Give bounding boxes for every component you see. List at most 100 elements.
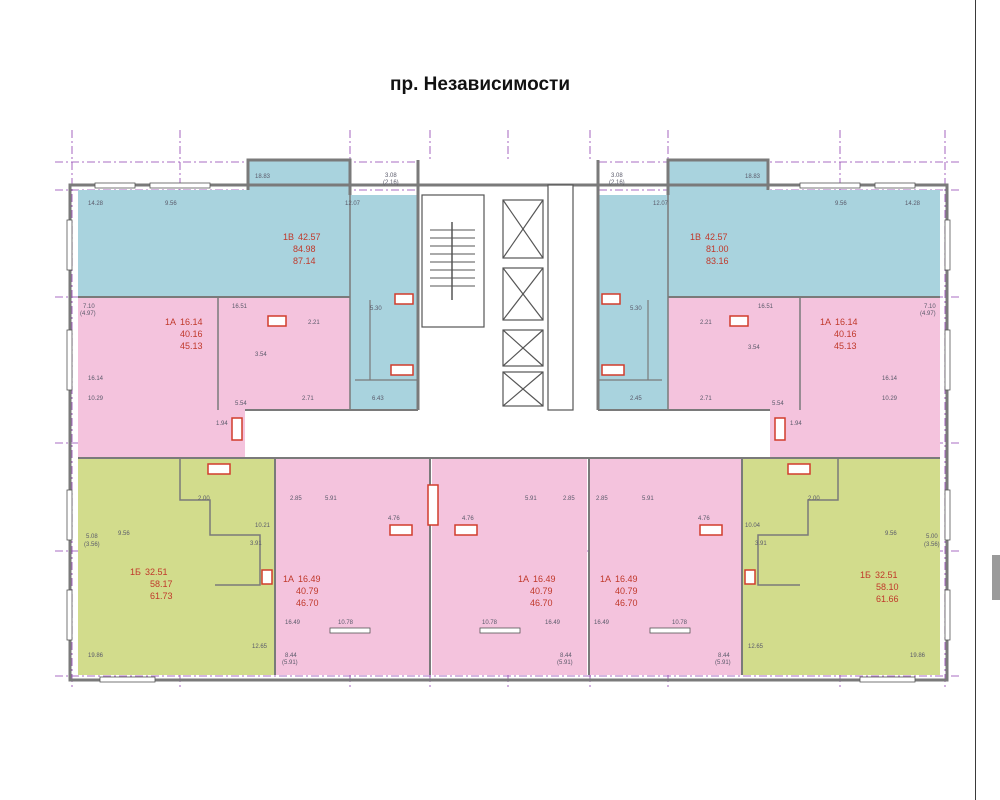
- room-label: 5.54: [235, 401, 247, 407]
- apt-label-living: 16.14: [180, 317, 203, 327]
- room-label: 2.71: [302, 396, 314, 402]
- room-label: 19.86: [88, 653, 104, 659]
- room-label: 1.94: [790, 421, 802, 427]
- room-label: 12.07: [345, 201, 361, 207]
- apt-label-total: 46.70: [296, 598, 319, 608]
- room-label: 10.78: [338, 620, 354, 626]
- page-edge-line: [975, 0, 976, 800]
- apt-label-area: 40.16: [834, 329, 857, 339]
- room-label: 2.85: [563, 496, 575, 502]
- zone-1a-right-upper: [668, 297, 940, 458]
- apt-label-living: 16.49: [615, 574, 638, 584]
- room-label: 3.08: [385, 173, 397, 179]
- windows: [66, 182, 951, 683]
- room-label: 5.30: [630, 306, 642, 312]
- room-label: (2.16): [383, 180, 399, 186]
- room-label: 3.54: [748, 345, 760, 351]
- zone-1a-left-upper: [78, 297, 350, 458]
- room-label: 5.91: [325, 496, 337, 502]
- apt-label-living: 32.51: [145, 567, 168, 577]
- apt-label-total: 45.13: [180, 341, 203, 351]
- room-label: 2.85: [290, 496, 302, 502]
- room-label: 10.78: [482, 620, 498, 626]
- apt-label-living: 16.49: [298, 574, 321, 584]
- apt-label-area: 40.79: [296, 586, 319, 596]
- apt-label-area: 40.16: [180, 329, 203, 339]
- apt-label-type: 1А: [283, 574, 294, 584]
- room-label: 16.49: [545, 620, 561, 626]
- room-label: 5.30: [370, 306, 382, 312]
- apt-label-area: 58.17: [150, 579, 173, 589]
- apt-label-living: 42.57: [298, 232, 321, 242]
- room-label: 4.76: [388, 516, 400, 522]
- apt-label-type: 1Б: [130, 567, 141, 577]
- room-label: 10.29: [882, 396, 898, 402]
- zone-1v-left: [78, 160, 418, 410]
- room-label: 16.49: [594, 620, 610, 626]
- room-label: 2.00: [808, 496, 820, 502]
- apt-label-type: 1А: [600, 574, 611, 584]
- apt-label-type: 1А: [518, 574, 529, 584]
- room-label: 16.51: [758, 304, 774, 310]
- apt-label-type: 1Б: [860, 570, 871, 580]
- room-label: 9.56: [885, 531, 897, 537]
- room-label: 12.65: [748, 644, 764, 650]
- room-label: 6.43: [372, 396, 384, 402]
- room-label: 2.45: [630, 396, 642, 402]
- room-label: 9.56: [835, 201, 847, 207]
- apt-label-area: 58.10: [876, 582, 899, 592]
- room-label: 5.91: [642, 496, 654, 502]
- room-label: 2.85: [596, 496, 608, 502]
- room-label: 3.54: [255, 352, 267, 358]
- room-label: 10.78: [672, 620, 688, 626]
- room-label: 16.14: [882, 376, 898, 382]
- room-label: 14.28: [905, 201, 921, 207]
- room-label: (3.56): [84, 542, 100, 548]
- room-label: 19.86: [910, 653, 926, 659]
- walls: [68, 158, 949, 682]
- room-label: 18.83: [255, 174, 271, 180]
- zone-1v-right: [598, 160, 940, 410]
- stairwell: [421, 194, 485, 328]
- room-label: 1.94: [216, 421, 228, 427]
- apt-label-area: 40.79: [615, 586, 638, 596]
- room-label: 5.54: [772, 401, 784, 407]
- room-label: 8.44: [718, 653, 730, 659]
- room-label: 10.04: [745, 523, 761, 529]
- room-label: 12.65: [252, 644, 268, 650]
- room-label: (5.91): [557, 660, 573, 666]
- room-label: 10.21: [255, 523, 271, 529]
- room-label: (4.97): [80, 311, 96, 317]
- room-label: 9.56: [165, 201, 177, 207]
- apt-label-living: 16.49: [533, 574, 556, 584]
- room-label: 5.91: [525, 496, 537, 502]
- zone-1b-left: [78, 458, 275, 675]
- room-label: 16.49: [285, 620, 301, 626]
- apt-label-total: 61.66: [876, 594, 899, 604]
- fixtures: [207, 293, 811, 585]
- apt-label-area: 84.98: [293, 244, 316, 254]
- corridor: [245, 410, 770, 458]
- zone-1a-lower-3: [589, 458, 742, 675]
- apt-label-type: 1В: [690, 232, 701, 242]
- apt-label-area: 40.79: [530, 586, 553, 596]
- room-label: 9.56: [118, 531, 130, 537]
- apt-label-type: 1А: [820, 317, 831, 327]
- room-label: (5.91): [282, 660, 298, 666]
- room-labels: 18.83 18.83 3.08 (2.16) 3.08 (2.16) 12.0…: [80, 173, 940, 666]
- room-label: 5.00: [926, 534, 938, 540]
- room-label: 2.21: [700, 320, 712, 326]
- apt-label-living: 16.14: [835, 317, 858, 327]
- room-label: 16.51: [232, 304, 248, 310]
- room-label: 2.21: [308, 320, 320, 326]
- room-label: 16.14: [88, 376, 104, 382]
- apt-label-total: 61.73: [150, 591, 173, 601]
- zone-1a-lower-1: [275, 458, 430, 675]
- apt-label-area: 81.00: [706, 244, 729, 254]
- room-label: 5.08: [86, 534, 98, 540]
- room-label: (2.16): [609, 180, 625, 186]
- room-label: (4.97): [920, 311, 936, 317]
- zone-1a-lower-2: [432, 458, 587, 675]
- apartment-labels: 1В 42.57 84.98 87.14 1В 42.57 81.00 83.1…: [130, 232, 899, 608]
